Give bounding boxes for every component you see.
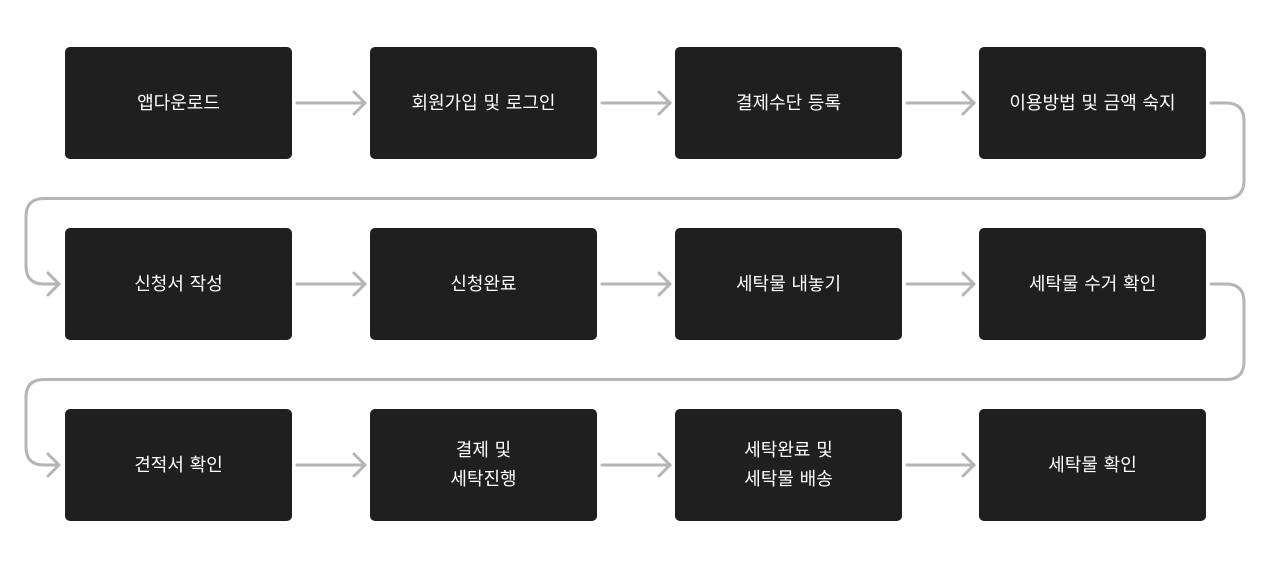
step-box-12: 세탁물 확인 bbox=[979, 409, 1206, 521]
arrow-head-icon bbox=[352, 90, 367, 116]
step-box-6: 신청완료 bbox=[370, 228, 597, 340]
step-box-4: 이용방법 및 금액 숙지 bbox=[979, 47, 1206, 159]
step-label: 이용방법 및 금액 숙지 bbox=[1009, 92, 1176, 114]
step-box-1: 앱다운로드 bbox=[65, 47, 292, 159]
step-label: 신청서 작성 bbox=[134, 273, 223, 295]
step-box-9: 견적서 확인 bbox=[65, 409, 292, 521]
step-label: 세탁물 확인 bbox=[1048, 454, 1137, 476]
arrow-head-icon bbox=[961, 90, 976, 116]
arrow-head-icon bbox=[657, 90, 672, 116]
step-box-5: 신청서 작성 bbox=[65, 228, 292, 340]
arrow-head-icon bbox=[46, 271, 61, 297]
arrow-head-icon bbox=[657, 271, 672, 297]
step-box-11: 세탁완료 및 세탁물 배송 bbox=[675, 409, 902, 521]
arrow-head-icon bbox=[657, 452, 672, 478]
step-box-8: 세탁물 수거 확인 bbox=[979, 228, 1206, 340]
step-box-2: 회원가입 및 로그인 bbox=[370, 47, 597, 159]
arrow-head-icon bbox=[352, 271, 367, 297]
step-box-3: 결제수단 등록 bbox=[675, 47, 902, 159]
arrow-head-icon bbox=[961, 452, 976, 478]
step-label: 앱다운로드 bbox=[137, 92, 220, 114]
step-box-7: 세탁물 내놓기 bbox=[675, 228, 902, 340]
arrow-head-icon bbox=[46, 452, 61, 478]
step-label: 세탁완료 및 세탁물 배송 bbox=[744, 440, 833, 490]
step-label: 견적서 확인 bbox=[134, 454, 223, 476]
step-label: 세탁물 내놓기 bbox=[735, 273, 842, 295]
wrap-connector-4 bbox=[24, 101, 1246, 286]
step-label: 결제 및 세탁진행 bbox=[450, 440, 517, 490]
step-box-10: 결제 및 세탁진행 bbox=[370, 409, 597, 521]
step-label: 신청완료 bbox=[450, 273, 517, 295]
step-label: 세탁물 수거 확인 bbox=[1028, 273, 1157, 295]
arrow-head-icon bbox=[352, 452, 367, 478]
wrap-connector-8 bbox=[24, 282, 1246, 467]
step-label: 결제수단 등록 bbox=[735, 92, 842, 114]
arrow-head-icon bbox=[961, 271, 976, 297]
step-label: 회원가입 및 로그인 bbox=[411, 92, 556, 114]
